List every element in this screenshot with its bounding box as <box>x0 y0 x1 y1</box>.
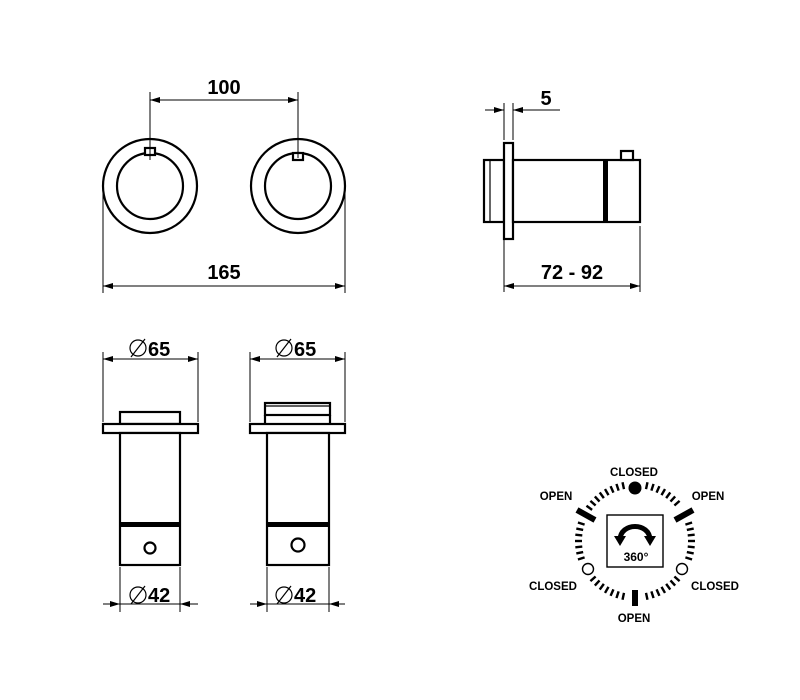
ring-tick <box>589 575 597 583</box>
ring-tick <box>615 483 620 491</box>
ring-tick <box>576 550 584 555</box>
diameter-symbol <box>275 585 293 605</box>
ring-tick <box>603 488 610 496</box>
rotate-icon <box>614 524 656 546</box>
ring-tick <box>687 545 695 549</box>
left-outer-diameter: 65 <box>102 338 199 422</box>
side-view: 5 72 - 92 <box>482 88 642 292</box>
label-closed-top: CLOSED <box>610 467 658 479</box>
ring-tick <box>669 495 677 503</box>
ring-tick <box>621 482 626 490</box>
ring-tick <box>660 586 667 594</box>
rotation-label: 360° <box>624 550 649 564</box>
ring-tick <box>593 495 601 503</box>
closed-marker-left <box>581 562 595 576</box>
ring-tick <box>669 579 677 587</box>
diameter-symbol <box>129 585 147 605</box>
diameter-symbol <box>275 338 293 358</box>
flange-dimension: 5 <box>485 88 560 140</box>
ring-tick <box>686 527 694 532</box>
left-outer-diameter-value: 65 <box>148 339 170 361</box>
right-inner-diameter: 42 <box>250 567 345 612</box>
rotation-icon-box <box>606 514 664 568</box>
total-width-dimension: 165 <box>102 190 346 293</box>
ring-tick <box>650 483 655 491</box>
tick-ring <box>575 482 695 600</box>
closed-marker-right <box>675 562 689 576</box>
ring-tick <box>655 485 661 494</box>
ring-tick <box>598 583 605 591</box>
label-open-bottom: OPEN <box>618 613 651 625</box>
ring-tick <box>685 556 693 561</box>
ring-tick <box>585 504 593 511</box>
ring-tick <box>685 521 693 526</box>
ring-tick <box>577 521 585 526</box>
ring-tick <box>609 588 615 597</box>
left-inner-diameter-value: 42 <box>148 585 170 607</box>
ring-tick <box>673 575 681 583</box>
open-marker-left <box>575 507 597 523</box>
ring-tick <box>603 586 610 594</box>
ring-tick <box>576 527 584 532</box>
ring-tick <box>621 592 626 600</box>
label-open-right: OPEN <box>692 491 725 503</box>
diameter-symbol <box>129 338 147 358</box>
ring-tick <box>575 533 583 537</box>
ring-tick <box>577 556 585 561</box>
left-inner-diameter: 42 <box>103 567 198 612</box>
spacing-dimension: 100 <box>149 77 299 160</box>
ring-tick <box>644 482 649 490</box>
right-outer-diameter: 65 <box>249 338 346 422</box>
label-closed-right: CLOSED <box>691 581 739 593</box>
depth-dimension: 72 - 92 <box>503 226 641 292</box>
closed-marker-top <box>628 481 642 495</box>
left-body-view: 65 42 <box>101 338 200 612</box>
label-open-left: OPEN <box>540 491 573 503</box>
right-inner-diameter-value: 42 <box>294 585 316 607</box>
ring-tick <box>609 485 615 494</box>
ring-tick <box>575 545 583 549</box>
ring-tick <box>660 488 667 496</box>
ring-tick <box>665 491 672 499</box>
flange-value: 5 <box>540 88 551 110</box>
ring-tick <box>655 588 661 597</box>
ring-tick <box>598 491 605 499</box>
right-body-view: 65 42 <box>248 338 347 612</box>
ring-tick <box>593 579 601 587</box>
ring-tick <box>650 591 655 599</box>
open-marker-right <box>673 507 695 523</box>
front-view: 100 165 <box>101 77 347 293</box>
depth-value: 72 - 92 <box>541 262 603 284</box>
ring-tick <box>615 591 620 599</box>
label-closed-left: CLOSED <box>529 581 577 593</box>
ring-tick <box>673 499 681 507</box>
ring-tick <box>686 550 694 555</box>
ring-tick <box>589 499 597 507</box>
right-outer-diameter-value: 65 <box>294 339 316 361</box>
rotation-diagram: 360° CLOSED OPEN OPEN CLOSED CLOSED OPEN <box>529 467 739 625</box>
total-width-value: 165 <box>207 262 240 284</box>
ring-tick <box>644 592 649 600</box>
spacing-value: 100 <box>207 77 240 99</box>
ring-tick <box>687 533 695 537</box>
ring-tick <box>665 583 672 591</box>
